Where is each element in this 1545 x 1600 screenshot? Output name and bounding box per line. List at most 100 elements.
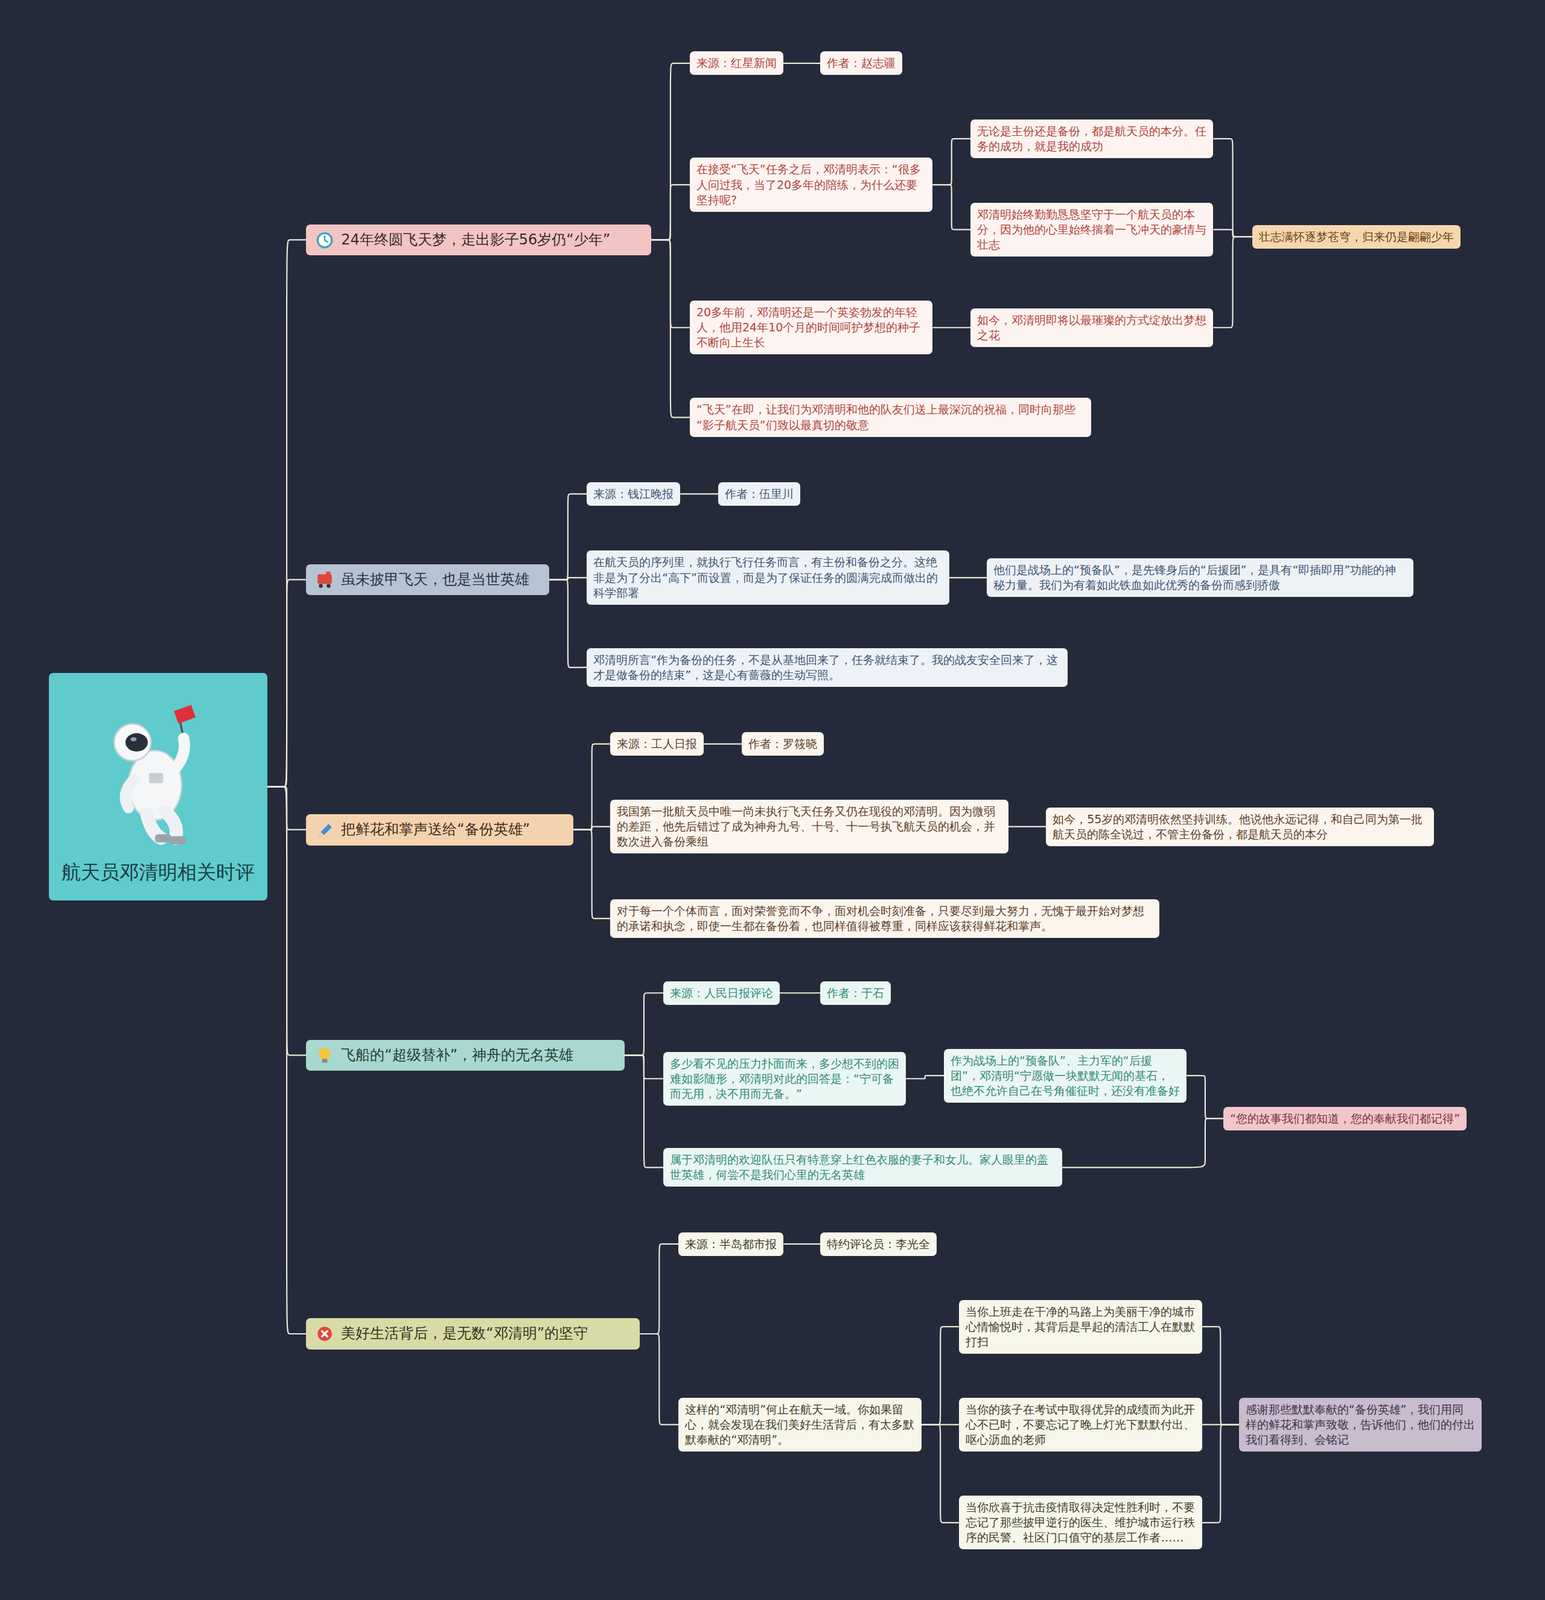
node-text: “飞天”在即，让我们为邓清明和他的队友们送上最深沉的祝福，同时向那些“影子航天员…: [696, 402, 1076, 431]
source-box: 来源：工人日报: [610, 732, 704, 756]
icon-shape: [317, 233, 332, 249]
subtopic-box: 属于邓清明的欢迎队伍只有特意穿上红色衣服的妻子和女儿。家人眼里的盖世英雄，何尝不…: [663, 1147, 1063, 1187]
node-text: 邓清明所言“作为备份的任务，不是从基地回来了，任务就结束了。我的战友安全回来了，…: [593, 653, 1058, 682]
subtopic-box: 当你的孩子在考试中取得优异的成绩而为此开心不已时，不要忘记了晚上灯光下默默付出、…: [958, 1397, 1202, 1452]
node-text: 来源：红星新闻: [696, 56, 777, 70]
connector: [639, 1243, 679, 1334]
branch-topic: 虽未披甲飞天，也是当世英雄: [305, 564, 549, 596]
subtopic-box: 当你上班走在干净的马路上为美丽干净的城市心情愉悦时，其背后是早起的清洁工人在默默…: [958, 1299, 1202, 1354]
connector: [1062, 1118, 1224, 1168]
astronaut-part: [130, 737, 137, 742]
icon-part: [319, 584, 323, 588]
connector: [680, 493, 719, 495]
subtopic-box: 如今，55岁的邓清明依然坚持训练。他说他永远记得，和自己同为第一批航天员的陈全说…: [1045, 807, 1434, 847]
node-text: 来源：半岛都市报: [684, 1237, 777, 1251]
connector: [949, 576, 988, 579]
node-text: 如今，邓清明即将以最璀璨的方式绽放出梦想之花: [977, 313, 1207, 342]
branch-icon: [315, 1045, 334, 1064]
node-text: 当你欣喜于抗击疫情取得决定性胜利时，不要忘记了那些披甲逆行的医生、维护城市运行秩…: [965, 1500, 1195, 1544]
node-text: 在接受“飞天”任务之后，邓清明表示：“很多人问过我，当了20多年的陪练，为什么还…: [696, 162, 921, 206]
connector: [921, 1326, 960, 1425]
astronaut-part: [173, 704, 196, 724]
node-text: 来源：人民日报评论: [669, 986, 774, 1000]
connector: [783, 62, 821, 64]
connector: [1202, 1424, 1240, 1523]
node-text: 美好生活背后，是无数“邓清明”的坚守: [340, 1324, 588, 1344]
connector: [624, 1054, 664, 1168]
icon-shape: [319, 823, 332, 837]
node-text: 这样的“邓清明”何止在航天一域。你如果留心，就会发现在我们美好生活背后，有太多默…: [684, 1402, 915, 1447]
node-text: 作为战场上的“预备队”、主力军的“后援团”，邓清明“宁愿做一块默默无闻的基石，也…: [950, 1053, 1180, 1098]
subtopic-box: 多少看不见的压力扑面而来，多少想不到的困难如影随形，邓清明对此的回答是：“宁可备…: [663, 1051, 906, 1106]
icon-part: [319, 831, 325, 838]
icon-shape: [319, 1048, 331, 1064]
subtopic-box: 我国第一批航天员中唯一尚未执行飞天任务又仍在现役的邓清明。因为微弱的差距，他先后…: [610, 799, 1008, 854]
node-text: 当你上班走在干净的马路上为美丽干净的城市心情愉悦时，其背后是早起的清洁工人在默默…: [965, 1304, 1195, 1349]
node-text: 作者：伍里川: [724, 487, 794, 501]
node-text: 来源：工人日报: [616, 736, 698, 751]
subtopic-box: 当你欣喜于抗击疫情取得决定性胜利时，不要忘记了那些披甲逆行的医生、维护城市运行秩…: [958, 1495, 1202, 1550]
node-text: 多少看不见的压力扑面而来，多少想不到的困难如影随形，邓清明对此的回答是：“宁可备…: [669, 1056, 900, 1101]
connector: [651, 63, 690, 241]
subtopic-box: 在航天员的序列里，就执行飞行任务而言，有主份和备份之分。这绝非是为了分出“高下”…: [586, 550, 949, 605]
icon-part: [326, 584, 331, 588]
icon-part: [322, 1059, 328, 1063]
connector: [905, 1075, 944, 1079]
icon-part: [317, 233, 332, 249]
astronaut-part: [125, 779, 135, 808]
connector: [267, 579, 306, 787]
branch-topic: 美好生活背后，是无数“邓清明”的坚守: [305, 1318, 640, 1350]
connector: [267, 239, 306, 787]
summary-box: 感谢那些默默奉献的“备份英雄”，我们用同样的鲜花和掌声致敬，告诉他们，他们的付出…: [1239, 1397, 1482, 1452]
connector: [651, 239, 690, 418]
astronaut-part: [125, 733, 148, 752]
connector: [932, 184, 971, 230]
source-box: 来源：半岛都市报: [678, 1232, 784, 1256]
astronaut-part: [149, 773, 164, 784]
node-text: 特约评论员：李光全: [826, 1237, 931, 1251]
icon-part: [317, 574, 332, 585]
node-text: 作者：赵志疆: [826, 56, 896, 70]
subtopic-box: 无论是主份还是备份，都是航天员的本分。任务的成功，就是我的成功: [970, 119, 1214, 159]
source-box: 来源：红星新闻: [689, 51, 784, 75]
icon-shape: [317, 572, 332, 589]
source-box: 来源：人民日报评论: [663, 981, 780, 1005]
node-text: 无论是主份还是备份，都是航天员的本分。任务的成功，就是我的成功: [977, 124, 1207, 153]
connector: [651, 184, 690, 240]
connector: [549, 579, 588, 667]
node-text: 我国第一批航天员中唯一尚未执行飞天任务又仍在现役的邓清明。因为微弱的差距，他先后…: [616, 804, 996, 848]
connector: [703, 743, 742, 745]
icon-part: [317, 1326, 332, 1342]
astronaut-part: [114, 724, 151, 762]
branch-icon: [315, 820, 334, 839]
icon-part: [325, 572, 331, 576]
subtopic-box: 作为战场上的“预备队”、主力军的“后援团”，邓清明“宁愿做一块默默无闻的基石，也…: [943, 1048, 1187, 1103]
connector: [549, 493, 588, 580]
node-text: 航天员邓清明相关时评: [48, 859, 268, 885]
node-text: 把鲜花和掌声送给“备份英雄”: [340, 820, 530, 840]
connector: [573, 829, 611, 919]
connector: [639, 1333, 679, 1425]
subtopic-box: 20多年前，邓清明还是一个英姿勃发的年轻人，他用24年10个月的时间呵护梦想的种…: [689, 300, 933, 355]
node-text: 对于每一个个体而言，面对荣誉竞而不争，面对机会时刻准备，只要尽到最大努力，无愧于…: [616, 904, 1145, 933]
node-text: 当你的孩子在考试中取得优异的成绩而为此开心不已时，不要忘记了晚上灯光下默默付出、…: [965, 1402, 1195, 1447]
node-text: 他们是战场上的“预备队”，是先锋身后的“后援团”，是具有“即插即用”功能的神秘力…: [993, 563, 1396, 592]
subtopic-box: 如今，邓清明即将以最璀璨的方式绽放出梦想之花: [970, 308, 1214, 348]
node-text: 20多年前，邓清明还是一个英姿勃发的年轻人，他用24年10个月的时间呵护梦想的种…: [696, 305, 921, 349]
source-box: 作者：于石: [820, 981, 891, 1005]
branch-icon: [315, 230, 334, 249]
node-text: 来源：钱江晚报: [593, 487, 674, 501]
node-text: 壮志满怀逐梦苍穹，归来仍是翩翩少年: [1258, 229, 1454, 244]
astronaut-part: [155, 834, 172, 843]
subtopic-box: 对于每一个个体而言，面对荣誉竞而不争，面对机会时刻准备，只要尽到最大努力，无愧于…: [610, 899, 1160, 938]
connector: [573, 744, 611, 830]
summary-box: 壮志满怀逐梦苍穹，归来仍是翩翩少年: [1252, 225, 1461, 249]
node-text: 虽未披甲飞天，也是当世英雄: [340, 570, 530, 590]
node-text: 属于邓清明的欢迎队伍只有特意穿上红色衣服的妻子和女儿。家人眼里的盖世英雄，何尝不…: [669, 1152, 1049, 1182]
connector: [1008, 826, 1047, 828]
connector: [1213, 229, 1252, 237]
connector: [783, 1243, 821, 1245]
branch-topic: 飞船的“超级替补”，神舟的无名英雄: [305, 1039, 625, 1072]
